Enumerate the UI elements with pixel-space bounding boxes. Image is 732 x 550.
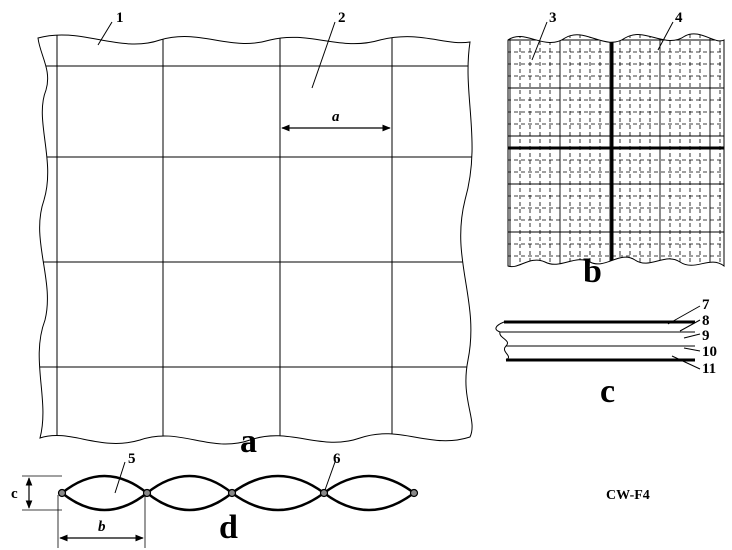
panel-a-label: a [240,423,257,460]
leader-5 [114,461,126,494]
dimension-a-label: a [332,109,340,125]
leader-8 [679,319,701,332]
leader-4 [657,21,674,51]
callout-4: 4 [675,10,683,26]
callout-2: 2 [338,10,346,26]
callout-11: 11 [702,361,716,377]
panel-d-links: 5 6 c b d [11,451,419,548]
chain-joint [142,488,152,498]
panel-c-broken-edge [495,321,510,361]
panel-b-label: b [583,253,602,290]
panel-a-outline [37,34,473,445]
panel-d-label: d [219,509,238,546]
panel-b-outline [507,33,725,268]
callout-9: 9 [702,328,710,344]
leader-6 [324,461,336,491]
leader-3 [531,21,548,61]
callout-10: 10 [702,344,717,360]
leader-2 [311,21,336,89]
callout-8: 8 [702,313,710,329]
leader-7 [667,305,701,325]
chain-joint [319,488,329,498]
chain-joint [409,488,419,498]
panel-b-grid [508,33,724,267]
chain-joint [57,488,67,498]
panel-a-grid [38,34,473,445]
leader-11 [671,355,701,370]
dimension-b-label: b [98,519,106,535]
chain-link [146,474,235,512]
leader-9 [683,333,701,339]
panel-a-mesh: 1 2 a a [37,10,473,460]
callout-7: 7 [702,297,710,313]
callout-5: 5 [128,451,136,467]
dimension-c-label: c [11,486,18,502]
chain-link [231,474,327,512]
callout-3: 3 [549,10,557,26]
callout-1: 1 [116,10,124,26]
chain-link [323,474,417,512]
panel-b-mesh: 3 4 b [507,10,725,290]
leader-1 [97,21,113,46]
chain-link [61,474,150,512]
panel-c-label: c [600,373,615,410]
panel-c-section: 7 8 9 10 11 c [495,297,717,410]
chain-joint [227,488,237,498]
leader-10 [683,347,701,352]
figure-code: CW-F4 [606,488,650,503]
callout-6: 6 [333,451,341,467]
